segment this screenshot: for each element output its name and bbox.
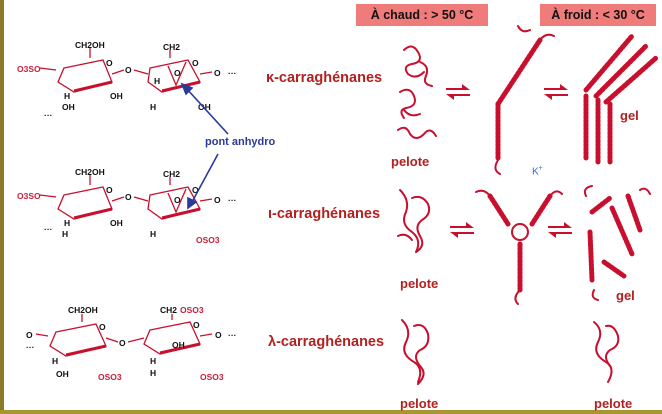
kappa-dots-left: ···: [44, 110, 53, 120]
header-cold: À froid : < 30 °C: [540, 4, 656, 26]
lambda-oso3-ring1: OSO3: [98, 372, 122, 382]
lambda-o-ring1: O: [99, 322, 106, 332]
kappa-o3so: O3SO: [17, 64, 41, 74]
equilibrium-arrows: [446, 84, 572, 238]
eq-arrow-2a: [544, 84, 568, 90]
kappa-ring-1-bold: [73, 80, 113, 93]
lambda-ch2: CH2: [160, 305, 177, 315]
iota-dots-right: ···: [228, 195, 237, 205]
kappa-o-ring1: O: [106, 58, 113, 68]
kappa-o-bridge: O: [174, 68, 181, 78]
kappa-ring-2-bold: [161, 80, 201, 93]
kappa-h2: H: [154, 76, 160, 86]
iota-ch2: CH2: [163, 169, 180, 179]
kappa-anhydro-bridge: [167, 61, 187, 87]
iota-label-coil: pelote: [400, 276, 439, 291]
header-hot: À chaud : > 50 °C: [356, 4, 488, 26]
kappa-h1: H: [64, 91, 70, 101]
lambda-label-coil: pelote: [400, 396, 439, 411]
lambda-label-coil-cold: pelote: [594, 396, 633, 411]
kappa-oh1: OH: [110, 91, 123, 101]
iota-structure: [39, 175, 213, 220]
iota-label-gel: gel: [616, 288, 635, 303]
kappa-ch2oh: CH2OH: [75, 40, 105, 50]
lambda-h2: H: [150, 356, 156, 366]
iota-o3so: O3SO: [17, 191, 41, 201]
iota-o-ring2: O: [192, 185, 199, 195]
iota-o-end: O: [214, 195, 221, 205]
lambda-o-link: O: [119, 338, 126, 348]
iota-oh1: OH: [110, 218, 123, 228]
lambda-o-end: O: [215, 330, 222, 340]
lambda-h1: H: [52, 356, 58, 366]
helices: [475, 25, 659, 305]
lambda-o-left: O: [26, 330, 33, 340]
potassium-ion: K+: [532, 165, 543, 178]
lambda-oso3-ring2: OSO3: [200, 372, 224, 382]
iota-oso3: OSO3: [196, 235, 220, 245]
iota-h1: H: [64, 218, 70, 228]
iota-name: ι-carraghénanes: [268, 206, 381, 222]
eq-arrow-3a: [450, 222, 474, 228]
left-border: [0, 0, 4, 414]
lambda-name: λ-carraghénanes: [268, 334, 385, 350]
iota-ch2oh: CH2OH: [75, 167, 105, 177]
anhydro-arrowhead-down: [187, 196, 198, 210]
kappa-oh2: OH: [62, 102, 75, 112]
iota-anhydro-bridge: [167, 188, 187, 214]
anhydro-annotation: pont anhydro: [205, 136, 276, 148]
eq-arrow-1b: [446, 94, 470, 100]
iota-dots-left: ···: [44, 224, 53, 234]
kappa-h3: H: [150, 102, 156, 112]
lambda-h3: H: [150, 368, 156, 378]
kappa-o-end: O: [214, 68, 221, 78]
eq-arrow-3b: [450, 232, 474, 238]
eq-arrow-2b: [544, 94, 568, 100]
iota-o-ring1: O: [106, 185, 113, 195]
kappa-structure: [39, 48, 213, 93]
bottom-border: [0, 410, 662, 414]
kappa-label-coil: pelote: [391, 154, 430, 169]
lambda-oh1: OH: [56, 369, 69, 379]
kappa-dots-right: ···: [228, 68, 237, 78]
random-coils: [397, 45, 620, 385]
kappa-name: κ-carraghénanes: [266, 70, 383, 86]
iota-h2: H: [62, 229, 68, 239]
anhydro-arrow-down: [191, 153, 219, 203]
lambda-o-ring2: O: [193, 320, 200, 330]
eq-arrow-4b: [548, 232, 572, 238]
kappa-o-link: O: [125, 65, 132, 75]
iota-o-link: O: [125, 192, 132, 202]
eq-arrow-1a: [446, 84, 470, 90]
lambda-structure: [35, 314, 213, 357]
anhydro-arrow-up: [185, 87, 229, 135]
eq-arrow-4a: [548, 222, 572, 228]
kappa-o-ring2: O: [192, 58, 199, 68]
iota-h3: H: [150, 229, 156, 239]
lambda-oso3-top: OSO3: [180, 305, 204, 315]
lambda-dots-left: ···: [26, 342, 35, 352]
lambda-dots-right: ···: [228, 330, 237, 340]
lambda-ch2oh: CH2OH: [68, 305, 98, 315]
kappa-label-gel: gel: [620, 108, 639, 123]
iota-o-bridge: O: [174, 195, 181, 205]
anhydro-arrowhead-up: [180, 82, 194, 96]
lambda-oh-ring2: OH: [172, 340, 185, 350]
kappa-ch2: CH2: [163, 42, 180, 52]
